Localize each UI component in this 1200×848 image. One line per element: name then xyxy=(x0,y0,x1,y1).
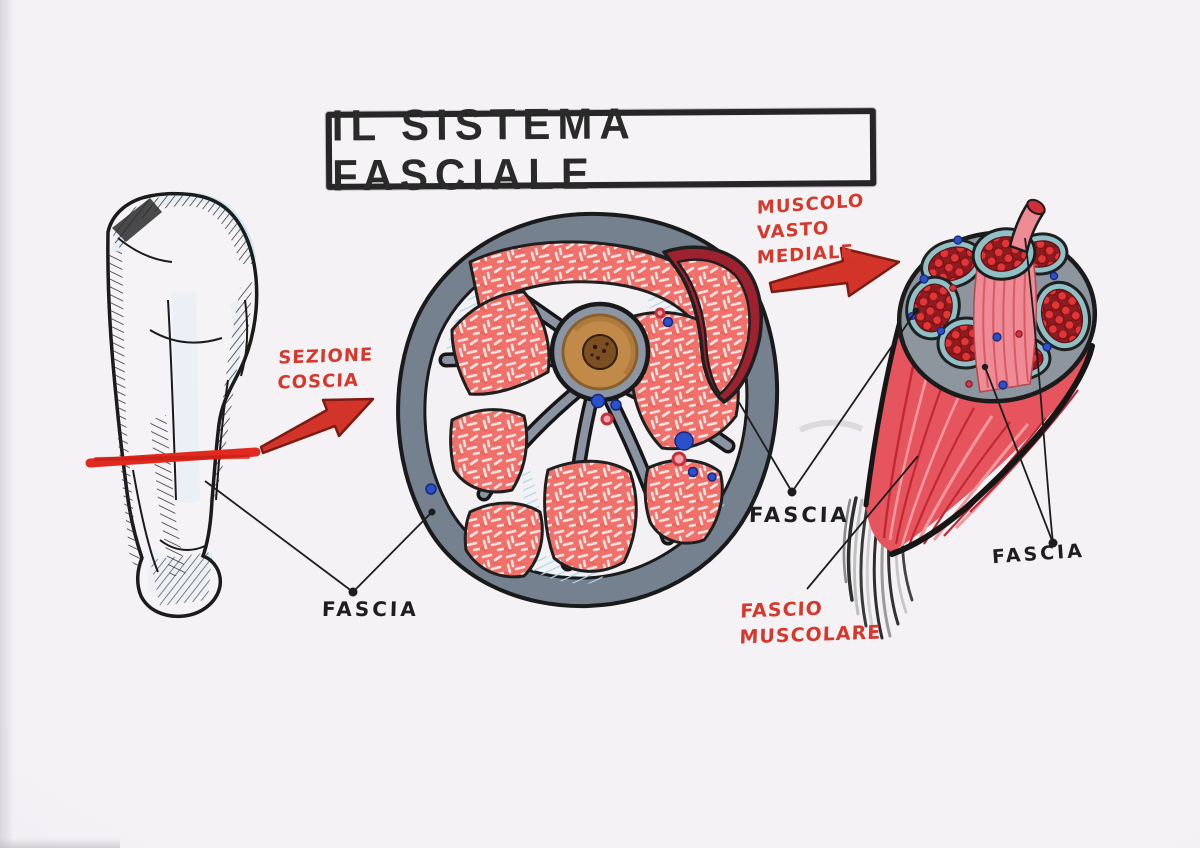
bone-marrow xyxy=(582,334,618,370)
bundle-vessels xyxy=(907,235,1059,390)
title-box: IL SISTEMA FASCIALE xyxy=(325,99,877,200)
fascicle-cross-section xyxy=(896,198,1098,404)
dark-crease xyxy=(112,198,162,242)
pencil-smudge xyxy=(798,419,864,433)
arrow-muscle-icon xyxy=(768,246,901,298)
label-fascia-center: FASCIA xyxy=(748,503,851,527)
femur-bone xyxy=(549,301,651,403)
hatching xyxy=(150,552,212,606)
muscle-bundle xyxy=(842,198,1098,640)
sketch-lines xyxy=(117,237,249,573)
section-line-overlay xyxy=(94,455,250,461)
label-sezione-coscia: SEZIONE COSCIA xyxy=(277,342,374,395)
arrow-section-icon xyxy=(259,397,375,455)
thigh-sketch xyxy=(106,191,259,619)
page-title: IL SISTEMA FASCIALE xyxy=(331,98,636,200)
muscle-compartments xyxy=(449,240,763,579)
marrow-speckles xyxy=(590,342,609,360)
muscle-fiber-tube xyxy=(1008,198,1046,254)
pulled-fascicle xyxy=(971,198,1046,393)
thigh-cross-section xyxy=(396,211,780,609)
label-fascia-left: FASCIA xyxy=(321,597,420,621)
leader-dots xyxy=(348,307,1058,597)
hatching xyxy=(108,250,142,572)
leader-lines xyxy=(204,237,1054,593)
hatching xyxy=(214,282,252,500)
belly-right-edge xyxy=(889,343,1095,557)
label-fascio-line2: MUSCOLARE xyxy=(739,621,882,649)
label-muscolo-vasto-mediale: MUSCOLO VASTO MEDIALE xyxy=(757,188,864,270)
label-fascio-muscolare: FASCIO MUSCOLARE xyxy=(739,594,883,651)
section-line xyxy=(85,447,261,468)
blood-vessels xyxy=(425,307,717,495)
label-sezione-line1: SEZIONE xyxy=(277,344,374,369)
label-sezione-line2: COSCIA xyxy=(277,369,360,394)
